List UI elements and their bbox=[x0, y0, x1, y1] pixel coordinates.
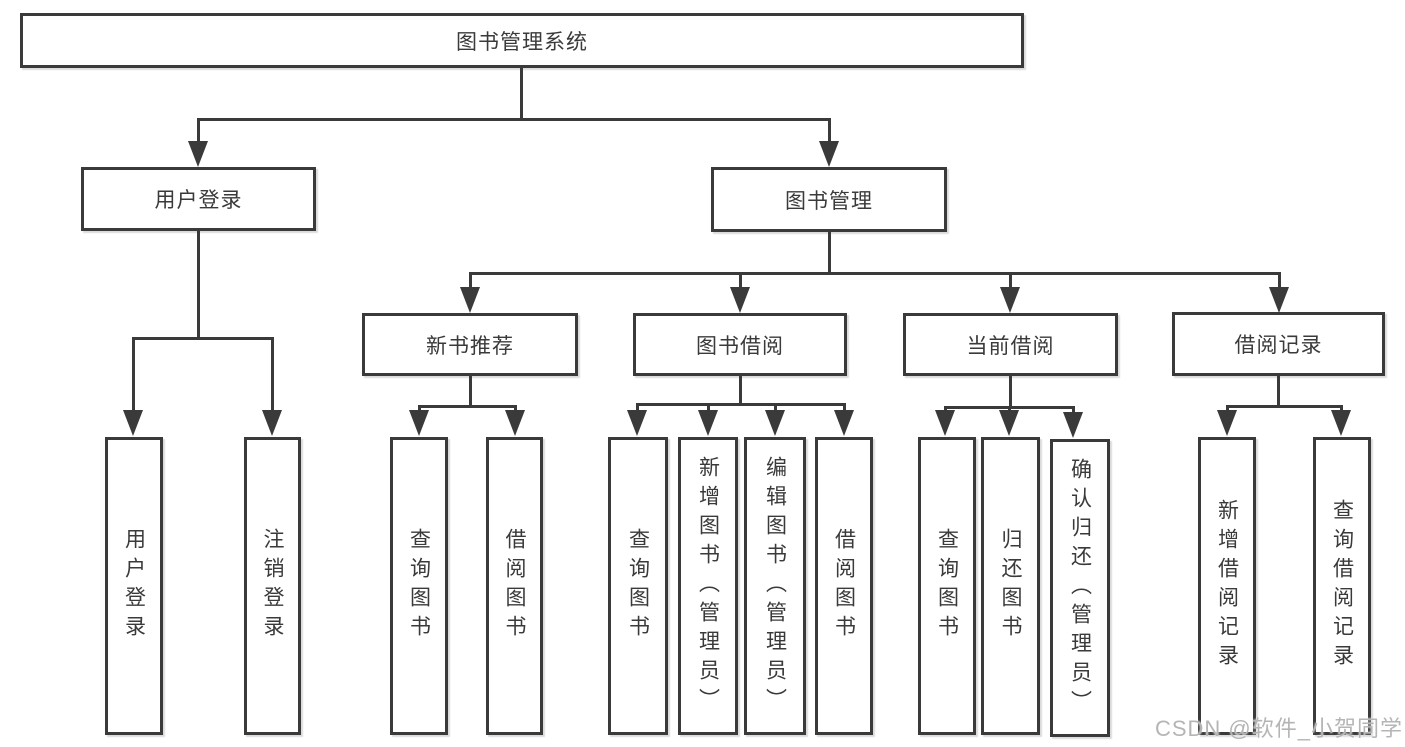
arrow-to-nbr-borrow bbox=[505, 410, 525, 436]
arrow-to-cb-confirm bbox=[1063, 412, 1083, 438]
node-root-label: 图书管理系统 bbox=[456, 30, 588, 54]
edge-to-br-add-stem bbox=[1226, 405, 1229, 412]
edge-to-nbr-query-stem bbox=[418, 405, 421, 412]
edge-root-drop bbox=[520, 68, 523, 118]
edge-root-to-book-mgmt-stem bbox=[828, 118, 831, 143]
node-br-query: 查询借阅记录 bbox=[1313, 437, 1371, 735]
node-bb-borrow-label: 借阅图书 bbox=[832, 528, 856, 644]
edge-to-ul-user-login-stem bbox=[132, 337, 135, 410]
arrow-to-cb-query bbox=[935, 410, 955, 436]
node-cb-query-label: 查询图书 bbox=[935, 528, 959, 644]
node-cb-return: 归还图书 bbox=[981, 437, 1040, 735]
arrow-to-new-book-rec bbox=[460, 287, 480, 313]
arrow-to-borrow-record bbox=[1269, 287, 1289, 313]
node-borrow-record: 借阅记录 bbox=[1172, 312, 1385, 376]
arrow-to-bb-query bbox=[627, 410, 647, 436]
edge-user-login-drop bbox=[197, 231, 200, 337]
edge-root-to-user-login-stem bbox=[197, 118, 200, 143]
edge-borrow-record-split bbox=[1226, 405, 1343, 408]
node-nbr-query: 查询图书 bbox=[390, 437, 448, 735]
node-br-add: 新增借阅记录 bbox=[1198, 437, 1256, 735]
edge-book-mgmt-split bbox=[469, 272, 1281, 275]
node-ul-logout-label: 注销登录 bbox=[261, 528, 284, 644]
edge-to-nbr-borrow-stem bbox=[514, 405, 517, 412]
edge-to-cb-confirm-stem bbox=[1072, 406, 1075, 412]
node-new-book-rec-label: 新书推荐 bbox=[426, 334, 514, 358]
node-new-book-rec: 新书推荐 bbox=[362, 313, 578, 376]
edge-to-cb-query-stem bbox=[944, 406, 947, 412]
edge-to-borrow-record-stem bbox=[1278, 272, 1281, 288]
node-user-login-label: 用户登录 bbox=[154, 189, 243, 212]
node-bb-query-label: 查询图书 bbox=[626, 528, 650, 644]
arrow-root-to-user-login bbox=[188, 141, 208, 167]
arrow-to-book-borrow bbox=[730, 287, 750, 313]
edge-borrow-record-drop bbox=[1277, 376, 1280, 405]
node-bb-edit-label: 编辑图书（管理员） bbox=[763, 455, 787, 717]
edge-root-split bbox=[198, 118, 831, 121]
node-br-add-label: 新增借阅记录 bbox=[1215, 499, 1239, 673]
node-nbr-borrow-label: 借阅图书 bbox=[503, 528, 526, 644]
csdn-watermark: CSDN @软件_小贺同学 bbox=[1154, 716, 1403, 741]
edge-to-new-book-rec-stem bbox=[469, 272, 472, 288]
arrow-to-ul-user-login bbox=[123, 410, 143, 436]
node-nbr-query-label: 查询图书 bbox=[407, 528, 431, 644]
node-bb-query: 查询图书 bbox=[608, 437, 668, 735]
node-br-query-label: 查询借阅记录 bbox=[1330, 499, 1354, 673]
node-bb-add-label: 新增图书（管理员） bbox=[696, 455, 720, 717]
edge-new-book-rec-split bbox=[418, 405, 516, 408]
node-current-borrow-label: 当前借阅 bbox=[966, 334, 1055, 358]
arrow-to-nbr-query bbox=[409, 410, 429, 436]
edge-to-current-borrow-stem bbox=[1009, 272, 1012, 288]
arrow-to-bb-edit bbox=[765, 410, 785, 436]
node-root: 图书管理系统 bbox=[20, 13, 1024, 68]
node-bb-edit: 编辑图书（管理员） bbox=[744, 437, 806, 735]
node-ul-logout: 注销登录 bbox=[244, 437, 301, 735]
node-book-mgmt-label: 图书管理 bbox=[785, 189, 873, 213]
edge-to-bb-borrow-stem bbox=[843, 403, 846, 412]
node-bb-add: 新增图书（管理员） bbox=[678, 437, 738, 735]
node-bb-borrow: 借阅图书 bbox=[815, 437, 873, 735]
edge-book-borrow-drop bbox=[739, 376, 742, 403]
node-book-borrow-label: 图书借阅 bbox=[696, 334, 784, 358]
node-book-borrow: 图书借阅 bbox=[633, 313, 847, 376]
node-ul-user-login-label: 用户登录 bbox=[122, 528, 146, 644]
arrow-root-to-book-mgmt bbox=[819, 141, 839, 167]
edge-to-bb-edit-stem bbox=[774, 403, 777, 412]
node-book-mgmt: 图书管理 bbox=[711, 167, 947, 232]
arrow-to-br-add bbox=[1217, 410, 1237, 436]
arrow-to-bb-borrow bbox=[834, 410, 854, 436]
node-nbr-borrow: 借阅图书 bbox=[486, 437, 543, 735]
node-cb-confirm: 确认归还（管理员） bbox=[1050, 439, 1110, 737]
node-cb-confirm-label: 确认归还（管理员） bbox=[1068, 457, 1092, 719]
edge-to-cb-return-stem bbox=[1008, 406, 1011, 412]
arrow-to-current-borrow bbox=[1000, 287, 1020, 313]
arrow-to-ul-logout bbox=[262, 410, 282, 436]
arrow-to-cb-return bbox=[999, 410, 1019, 436]
node-cb-query: 查询图书 bbox=[918, 437, 976, 735]
edge-to-br-query-stem bbox=[1340, 405, 1343, 412]
node-current-borrow: 当前借阅 bbox=[903, 313, 1118, 376]
edge-book-borrow-split bbox=[636, 403, 846, 406]
arrow-to-bb-add bbox=[698, 410, 718, 436]
edge-book-mgmt-drop bbox=[828, 232, 831, 272]
arrow-to-br-query bbox=[1331, 410, 1351, 436]
edge-current-borrow-drop bbox=[1009, 376, 1012, 406]
edge-to-bb-add-stem bbox=[707, 403, 710, 412]
node-ul-user-login: 用户登录 bbox=[105, 437, 163, 735]
edge-new-book-rec-drop bbox=[469, 376, 472, 405]
node-user-login: 用户登录 bbox=[81, 167, 316, 231]
edge-to-bb-query-stem bbox=[636, 403, 639, 412]
node-cb-return-label: 归还图书 bbox=[999, 528, 1022, 644]
edge-user-login-split bbox=[132, 337, 274, 340]
node-borrow-record-label: 借阅记录 bbox=[1234, 334, 1323, 357]
edge-to-book-borrow-stem bbox=[739, 272, 742, 288]
edge-to-ul-logout-stem bbox=[271, 337, 274, 410]
